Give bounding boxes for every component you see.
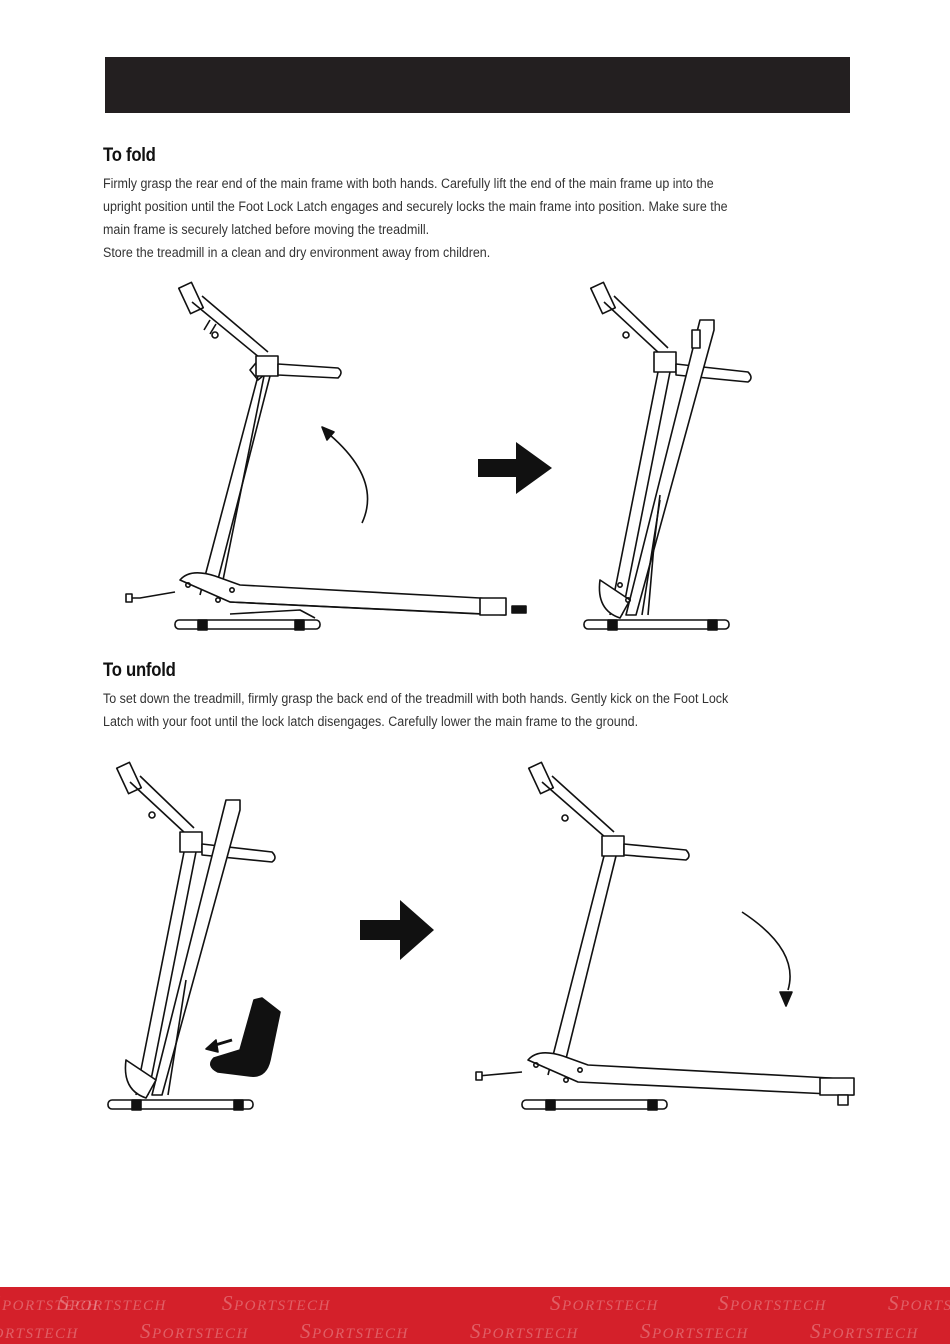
right-arrow-icon (360, 900, 434, 960)
unfold-line-1: To set down the treadmill, firmly grasp … (103, 691, 729, 707)
footer-watermark: SPORTSTECH (888, 1291, 950, 1315)
footer-watermark: SPORTSTECH (58, 1291, 167, 1315)
fold-line-1: Firmly grasp the rear end of the main fr… (103, 176, 714, 192)
footer-watermark: SPORTSTECH (0, 1326, 79, 1342)
footer-watermark: SPORTSTECH (640, 1319, 749, 1343)
footer-watermark: SPORTSTECH (140, 1319, 249, 1343)
treadmill-folded-illustration-1 (583, 281, 752, 631)
fold-title: To fold (103, 145, 156, 166)
footer-watermark: SPORTSTECH (300, 1319, 409, 1343)
fold-line-4: Store the treadmill in a clean and dry e… (103, 245, 491, 261)
treadmill-flat-illustration-2 (475, 761, 855, 1111)
footer-watermark: SPORTSTECH (718, 1291, 827, 1315)
unfold-instructions: To set down the treadmill, firmly grasp … (103, 688, 833, 734)
footer-watermark: SPORTSTECH (810, 1319, 919, 1343)
right-arrow-icon (478, 442, 552, 494)
footer-watermark: SPORTSTECH (0, 1291, 99, 1315)
footer-watermark: SPORTSTECH (470, 1319, 579, 1343)
footer-watermark: SPORTSTECH (550, 1291, 659, 1315)
fold-instructions: Firmly grasp the rear end of the main fr… (103, 173, 833, 265)
foot-icon (210, 997, 281, 1077)
treadmill-flat-illustration-1 (125, 281, 527, 631)
header-bar (105, 57, 850, 113)
treadmill-folded-illustration-2 (107, 761, 281, 1111)
footer-watermark: SPORTSTECH (222, 1291, 331, 1315)
fold-line-2: upright position until the Foot Lock Lat… (103, 199, 728, 215)
footer-brand-band: SPORTSTECH SPORTSTECH SPORTSTECH SPORTST… (0, 1287, 950, 1344)
unfold-line-2: Latch with your foot until the lock latc… (103, 714, 639, 730)
fold-line-3: main frame is securely latched before mo… (103, 222, 430, 238)
unfold-title: To unfold (103, 660, 176, 681)
